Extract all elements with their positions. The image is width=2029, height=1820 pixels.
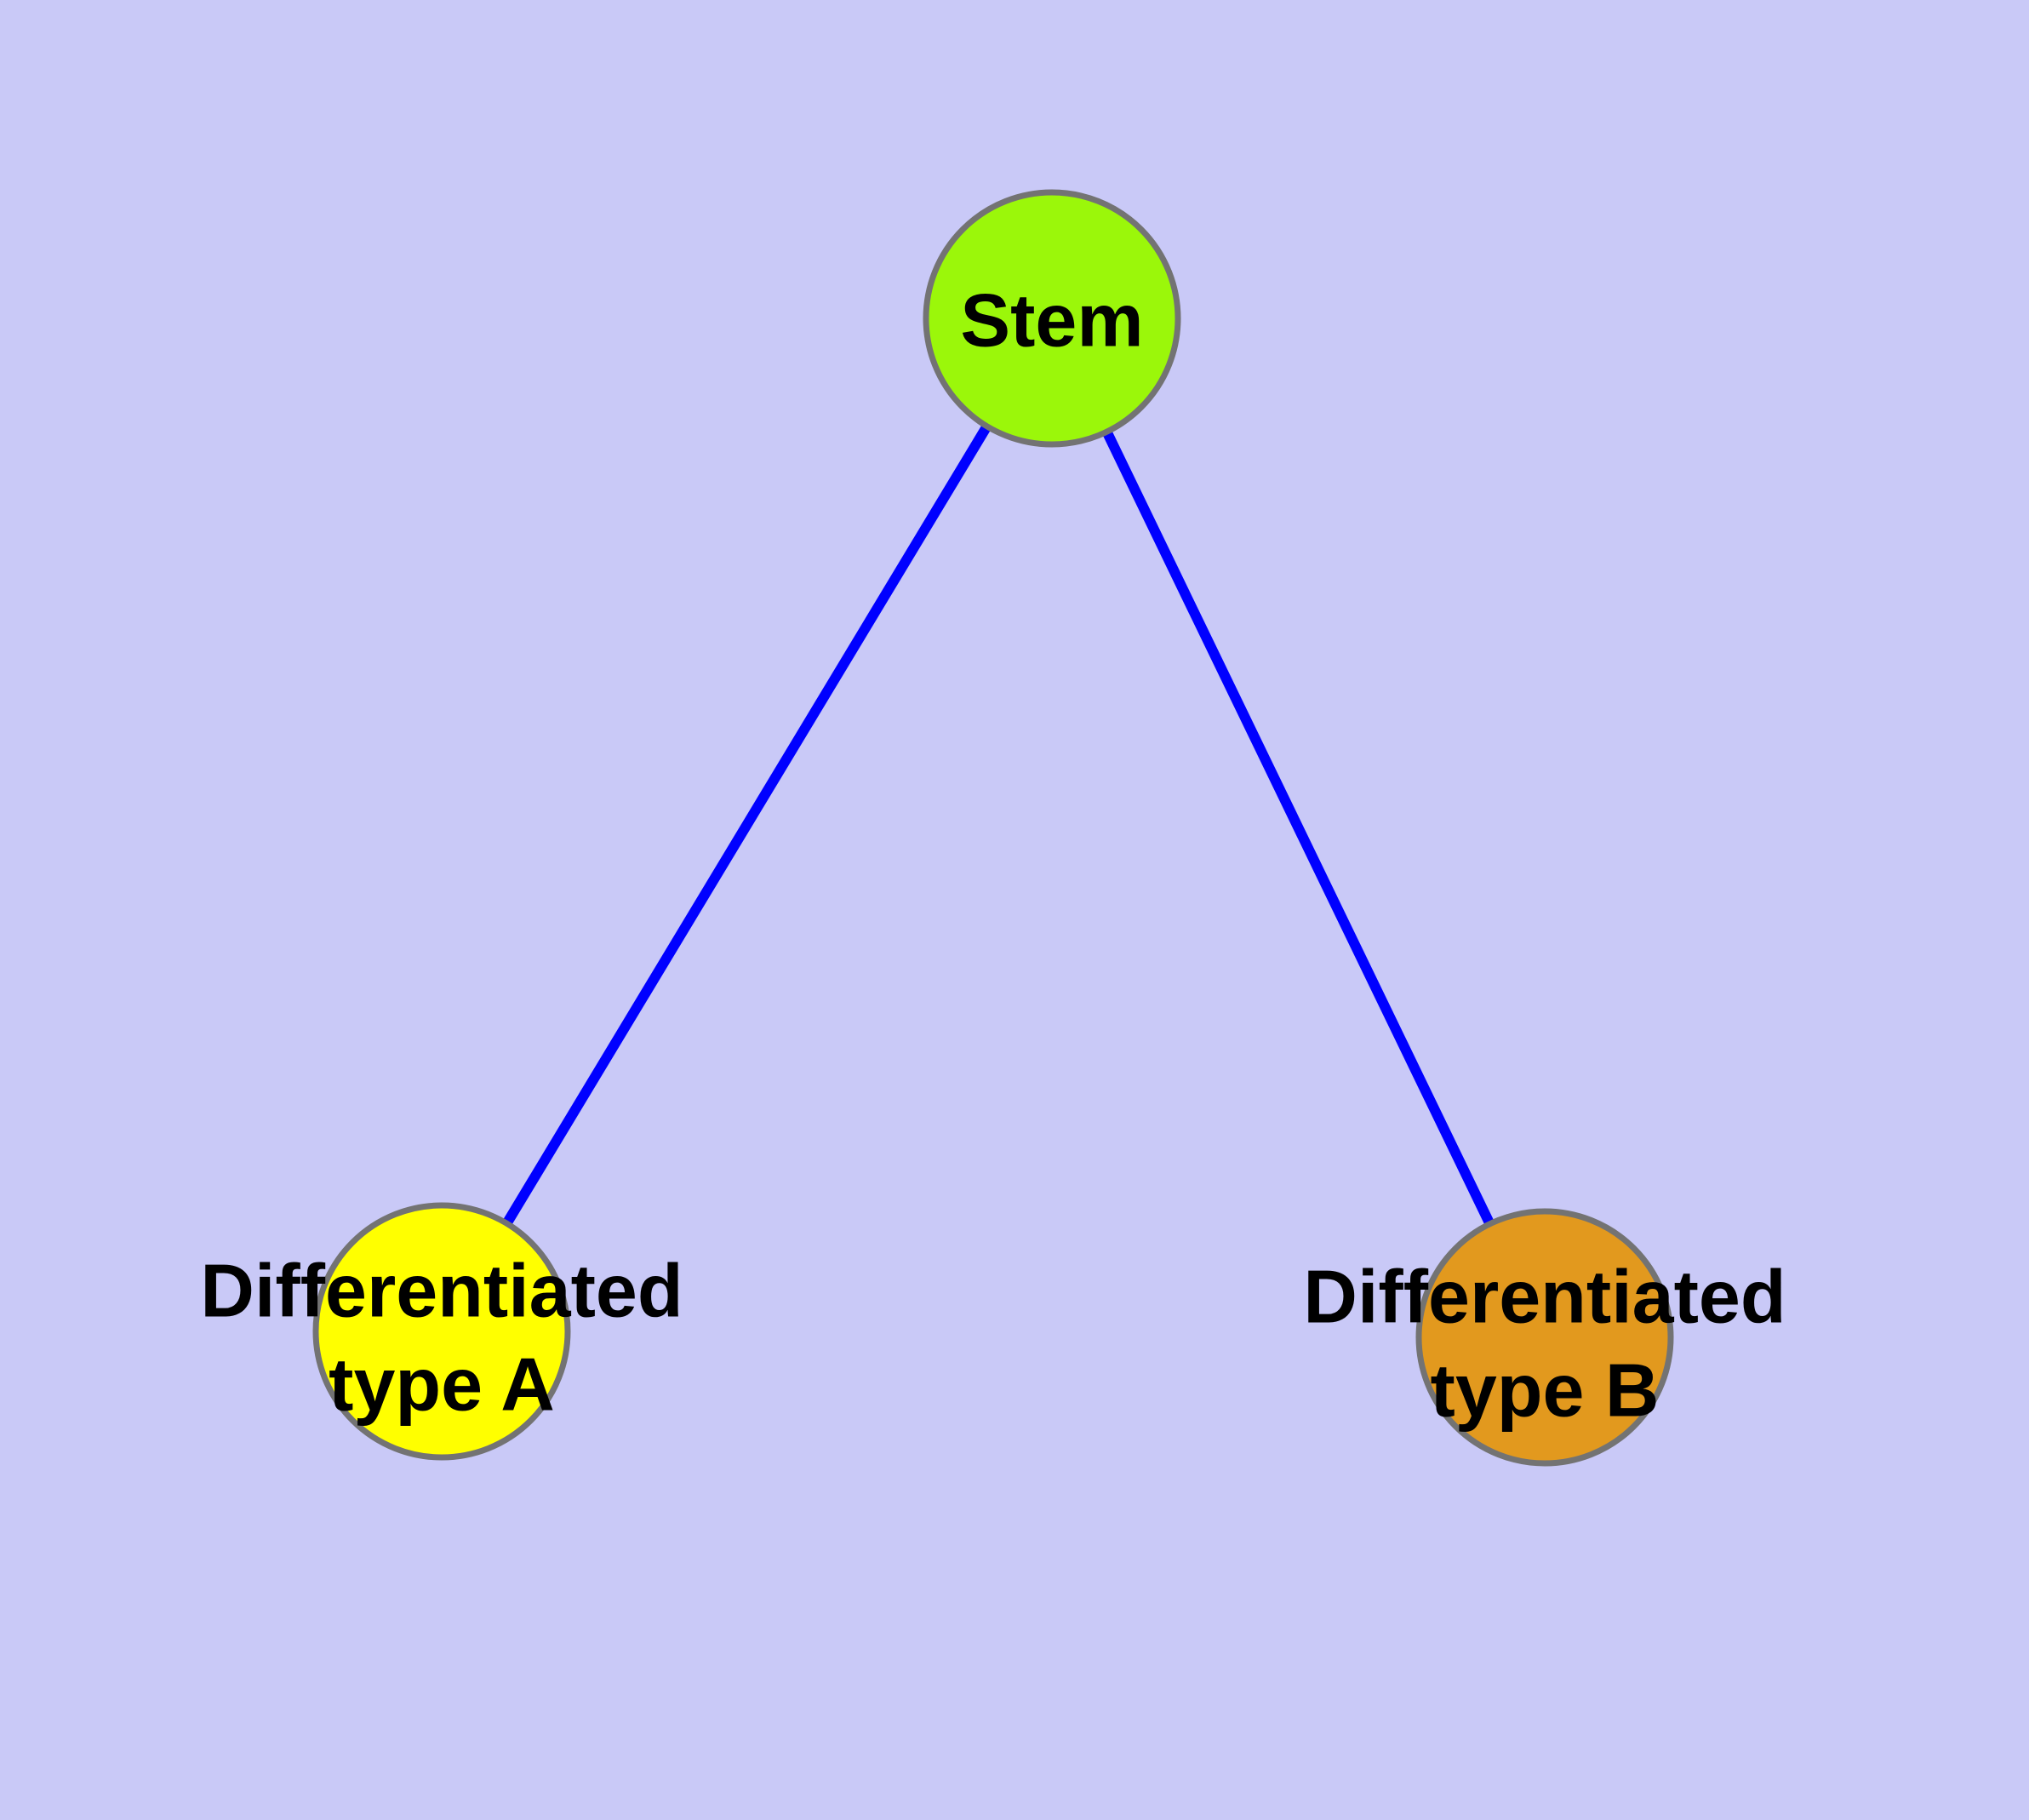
edge-stem-to-type-a — [437, 315, 1057, 1335]
label-group: Stem Differentiated type A Differentiate… — [200, 278, 1786, 1433]
node-differentiated-type-a — [312, 1202, 571, 1461]
edge-group — [437, 315, 1550, 1340]
node-label-stem: Stem — [960, 278, 1143, 363]
node-label-type-b-line2: type B — [1431, 1348, 1660, 1433]
node-label-type-a-line2: type A — [329, 1342, 555, 1427]
node-differentiated-type-b — [1415, 1208, 1674, 1467]
node-stem — [923, 189, 1181, 448]
node-group — [312, 189, 1674, 1467]
node-label-type-a-line1: Differentiated — [200, 1249, 683, 1333]
edge-stem-to-type-b — [1047, 316, 1550, 1340]
node-label-type-b-line1: Differentiated — [1303, 1255, 1786, 1339]
